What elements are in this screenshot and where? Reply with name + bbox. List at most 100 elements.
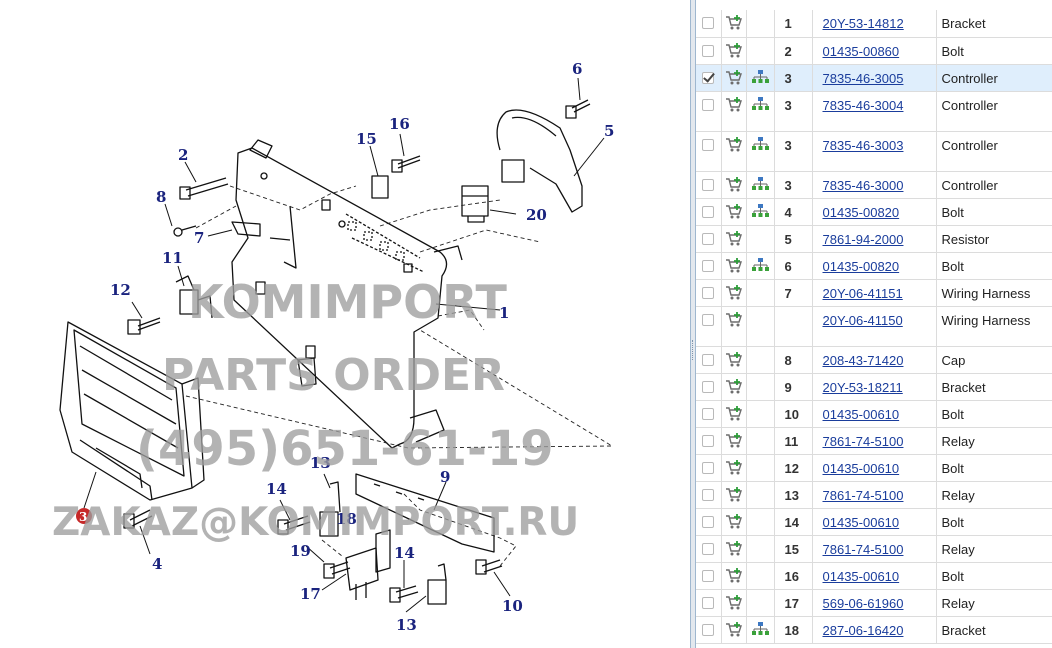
- row-checkbox[interactable]: [702, 542, 715, 555]
- callout-5[interactable]: 5: [604, 122, 614, 140]
- cart-add-icon[interactable]: [725, 459, 743, 476]
- row-checkbox[interactable]: [702, 71, 715, 84]
- cart-add-icon[interactable]: [725, 594, 743, 611]
- part-number-link[interactable]: 7861-74-5100: [822, 433, 904, 449]
- part-number-link[interactable]: 7835-46-3005: [822, 70, 904, 86]
- callout-4[interactable]: 4: [152, 555, 162, 573]
- part-number-link[interactable]: 7861-74-5100: [822, 487, 904, 503]
- part-number-link[interactable]: 20Y-06-41151: [822, 285, 903, 301]
- hierarchy-icon[interactable]: [751, 69, 769, 86]
- cart-add-icon[interactable]: [725, 513, 743, 530]
- cart-add-icon[interactable]: [725, 284, 743, 301]
- pane-splitter[interactable]: [690, 0, 696, 648]
- row-checkbox[interactable]: [702, 232, 715, 245]
- cart-add-icon[interactable]: [725, 567, 743, 584]
- callout-20[interactable]: 20: [526, 206, 547, 224]
- cart-add-icon[interactable]: [725, 136, 743, 153]
- callout-1[interactable]: 1: [499, 304, 509, 322]
- row-checkbox[interactable]: [702, 205, 715, 218]
- row-checkbox[interactable]: [702, 461, 715, 474]
- callout-11[interactable]: 11: [162, 249, 183, 267]
- callout-19[interactable]: 19: [290, 542, 311, 560]
- cart-add-icon[interactable]: [725, 621, 743, 638]
- hierarchy-icon[interactable]: [751, 203, 769, 220]
- cart-add-icon[interactable]: [725, 257, 743, 274]
- callout-6[interactable]: 6: [572, 60, 582, 78]
- cart-add-icon[interactable]: [725, 96, 743, 113]
- callout-14-left[interactable]: 14: [266, 480, 287, 498]
- part-number-link[interactable]: 7835-46-3000: [822, 177, 904, 193]
- cart-add-icon[interactable]: [725, 405, 743, 422]
- callout-14-right[interactable]: 14: [394, 544, 415, 562]
- cart-add-icon[interactable]: [725, 42, 743, 59]
- callout-10[interactable]: 10: [502, 597, 523, 615]
- cart-add-icon[interactable]: [725, 540, 743, 557]
- row-checkbox[interactable]: [702, 17, 715, 29]
- part-number-link[interactable]: 01435-00610: [822, 514, 900, 530]
- callout-8[interactable]: 8: [156, 188, 166, 206]
- row-checkbox[interactable]: [702, 98, 715, 111]
- row-checkbox[interactable]: [702, 44, 715, 57]
- row-checkbox[interactable]: [702, 138, 715, 151]
- cart-add-icon[interactable]: [725, 230, 743, 247]
- part-number-link[interactable]: 01435-00610: [822, 406, 900, 422]
- part-number-link[interactable]: 20Y-53-18211: [822, 379, 903, 395]
- callout-13-upper[interactable]: 13: [310, 454, 331, 472]
- callout-17[interactable]: 17: [300, 585, 321, 603]
- row-checkbox[interactable]: [702, 313, 715, 326]
- cart-add-icon[interactable]: [725, 378, 743, 395]
- part-number-link[interactable]: 01435-00820: [822, 258, 900, 274]
- callout-7[interactable]: 7: [194, 229, 204, 247]
- row-checkbox[interactable]: [702, 596, 715, 609]
- callout-16[interactable]: 16: [389, 115, 410, 133]
- hierarchy-icon[interactable]: [751, 96, 769, 113]
- hierarchy-icon[interactable]: [751, 257, 769, 274]
- hierarchy-icon[interactable]: [751, 176, 769, 193]
- row-checkbox[interactable]: [702, 380, 715, 393]
- callout-18[interactable]: 18: [336, 510, 357, 528]
- cart-add-icon[interactable]: [725, 351, 743, 368]
- hierarchy-icon[interactable]: [751, 621, 769, 638]
- part-number-link[interactable]: 7835-46-3004: [822, 97, 904, 113]
- row-checkbox[interactable]: [702, 488, 715, 501]
- row-checkbox[interactable]: [702, 434, 715, 447]
- callout-15[interactable]: 15: [356, 130, 377, 148]
- splitter-grip-icon[interactable]: [692, 340, 694, 360]
- callout-13-lower[interactable]: 13: [396, 616, 417, 634]
- callout-9[interactable]: 9: [440, 468, 450, 486]
- part-number-link[interactable]: 208-43-71420: [822, 352, 904, 368]
- part-number-link[interactable]: 20Y-06-41150: [822, 312, 903, 328]
- hierarchy-icon[interactable]: [751, 136, 769, 153]
- row-checkbox[interactable]: [702, 259, 715, 272]
- part-number-link[interactable]: 01435-00820: [822, 204, 900, 220]
- row-checkbox[interactable]: [702, 353, 715, 366]
- cart-add-icon[interactable]: [725, 311, 743, 328]
- callout-12[interactable]: 12: [110, 281, 131, 299]
- part-number-link[interactable]: 7861-74-5100: [822, 541, 904, 557]
- cart-add-icon[interactable]: [725, 69, 743, 86]
- cart-add-icon[interactable]: [725, 486, 743, 503]
- part-number-link[interactable]: 287-06-16420: [822, 622, 904, 638]
- part-number-link[interactable]: 01435-00610: [822, 568, 900, 584]
- cart-add-icon[interactable]: [725, 15, 743, 31]
